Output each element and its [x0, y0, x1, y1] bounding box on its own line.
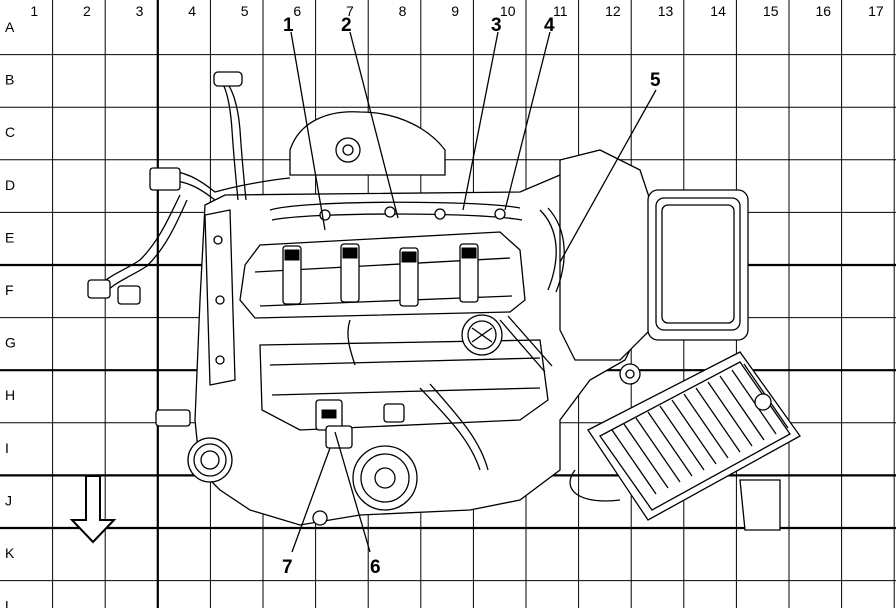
row-label: A: [5, 19, 15, 35]
row-label: L: [5, 598, 13, 608]
column-label: 8: [399, 3, 407, 19]
module-fin: [671, 399, 717, 465]
column-label: 3: [136, 3, 144, 19]
column-label: 10: [500, 3, 516, 19]
column-label: 14: [710, 3, 726, 19]
row-label: J: [5, 492, 12, 508]
callout-1: 1: [283, 15, 294, 36]
callout-7: 7: [282, 557, 293, 578]
row-labels: A B C D E F G H I J K L: [5, 19, 16, 608]
module-fin: [731, 369, 777, 435]
module-fin: [659, 405, 705, 471]
row-label: I: [5, 440, 9, 456]
module-fin: [623, 423, 669, 489]
module-fin: [719, 375, 765, 441]
callout-3: 3: [491, 15, 502, 36]
module-fin: [683, 393, 729, 459]
callout-6: 6: [370, 557, 381, 578]
column-label: 16: [816, 3, 832, 19]
row-label: D: [5, 177, 15, 193]
callout-2: 2: [341, 15, 352, 36]
engine-illustration: [87, 71, 801, 531]
column-label: 1: [30, 3, 38, 19]
module-fin: [647, 411, 693, 477]
callout-leaders: [290, 31, 657, 553]
module-fin: [695, 387, 741, 453]
row-label: G: [5, 335, 16, 351]
ignition-coils: [282, 243, 479, 307]
column-label: 4: [188, 3, 196, 19]
column-label: 11: [553, 3, 568, 19]
module-fin: [707, 381, 753, 447]
callout-5: 5: [650, 70, 661, 91]
column-label: 15: [763, 3, 779, 19]
column-label: 5: [241, 3, 249, 19]
row-label: C: [5, 124, 15, 140]
control-module: [569, 351, 801, 531]
module-fin: [611, 429, 657, 495]
row-label: K: [5, 545, 15, 561]
callout-4: 4: [544, 15, 555, 36]
accessory-pulley: [155, 409, 233, 483]
column-label: 6: [293, 3, 301, 19]
row-label: H: [5, 387, 15, 403]
row-label: F: [5, 282, 14, 298]
module-fin: [635, 417, 681, 483]
callout-labels: 1 2 3 4 5 6 7: [282, 15, 661, 578]
column-label: 7: [346, 3, 354, 19]
down-arrow-icon: [69, 475, 117, 544]
column-label: 9: [451, 3, 459, 19]
row-label: E: [5, 229, 14, 245]
column-label: 2: [83, 3, 91, 19]
column-label: 13: [658, 3, 674, 19]
column-label: 12: [605, 3, 621, 19]
row-label: B: [5, 72, 14, 88]
column-label: 17: [868, 3, 884, 19]
